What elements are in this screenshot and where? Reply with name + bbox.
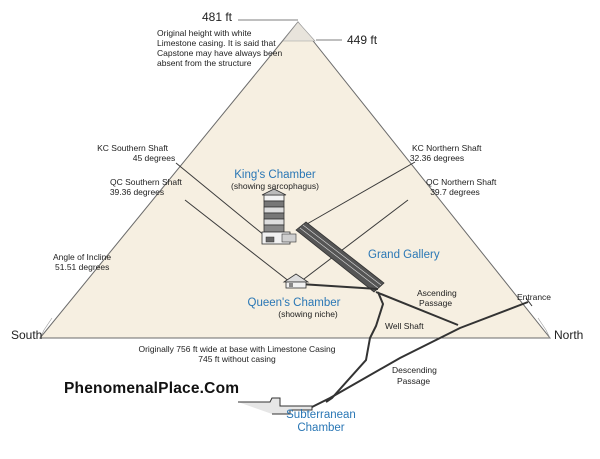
queen-horizontal-passage	[299, 283, 379, 290]
incline-label: Angle of Incline	[53, 252, 111, 262]
grand-gallery-shape	[295, 221, 385, 293]
pyramid-body	[38, 21, 552, 339]
kc-southern-shaft-line	[175, 162, 271, 241]
kc-northern-shaft-line	[299, 161, 416, 229]
kc-northern-deg: 32.36 degrees	[410, 153, 464, 163]
descending-label-1: Descending	[392, 365, 437, 375]
height-note-3: Capstone may have always been	[157, 48, 282, 58]
kc-southern-label: KC Southern Shaft	[97, 143, 169, 153]
casing-left	[39, 317, 53, 339]
site-brand: PhenomenalPlace.Com	[64, 380, 239, 397]
sarcophagus	[265, 236, 275, 243]
qc-northern-shaft-line	[299, 199, 409, 283]
qc-northern-deg: 39.7 degrees	[430, 187, 480, 197]
descending-passage-line	[309, 301, 529, 409]
kings-chamber-label: King's Chamber	[234, 169, 316, 181]
height-note-4: absent from the structure	[157, 58, 252, 68]
subterranean-chamber	[238, 397, 313, 415]
kc-southern-deg: 45 degrees	[133, 153, 176, 163]
queens-chamber-label: Queen's Chamber	[248, 297, 341, 309]
qc-southern-shaft-line	[184, 199, 291, 283]
qc-southern-deg: 39.36 degrees	[110, 187, 164, 197]
north-label: North	[554, 328, 583, 342]
subterranean-label-1: Subterranean	[286, 409, 356, 421]
casing-right	[537, 317, 551, 339]
base-width-line-1: Originally 756 ft wide at base with Lime…	[138, 344, 335, 354]
south-label: South	[11, 328, 42, 342]
qc-southern-label: QC Southern Shaft	[110, 177, 182, 187]
height-current-label: 449 ft	[347, 33, 378, 47]
ascending-label-2: Passage	[419, 298, 452, 308]
queens-chamber-shape	[282, 273, 310, 289]
queens-chamber-sub: (showing niche)	[278, 309, 338, 319]
height-original-label: 481 ft	[202, 10, 233, 24]
qc-northern-label: QC Northern Shaft	[426, 177, 497, 187]
kc-northern-label: KC Northern Shaft	[412, 143, 482, 153]
descending-label-2: Passage	[397, 376, 430, 386]
entrance-label: Entrance	[517, 292, 551, 302]
kings-chamber-sub: (showing sarcophagus)	[231, 181, 319, 191]
height-note-2: Limestone casing. It is said that	[157, 38, 276, 48]
well-shaft-label: Well Shaft	[385, 321, 424, 331]
height-note-1: Original height with white	[157, 28, 252, 38]
ascending-label-1: Ascending	[417, 288, 457, 298]
kings-chamber-stack	[261, 188, 297, 245]
niche	[289, 283, 293, 287]
incline-deg: 51.51 degrees	[55, 262, 109, 272]
ascending-passage-line	[375, 291, 459, 326]
grand-gallery-label: Grand Gallery	[368, 249, 440, 261]
base-width-line-2: 745 ft without casing	[198, 354, 276, 364]
capstone	[282, 21, 316, 42]
subterranean-label-2: Chamber	[297, 422, 344, 434]
